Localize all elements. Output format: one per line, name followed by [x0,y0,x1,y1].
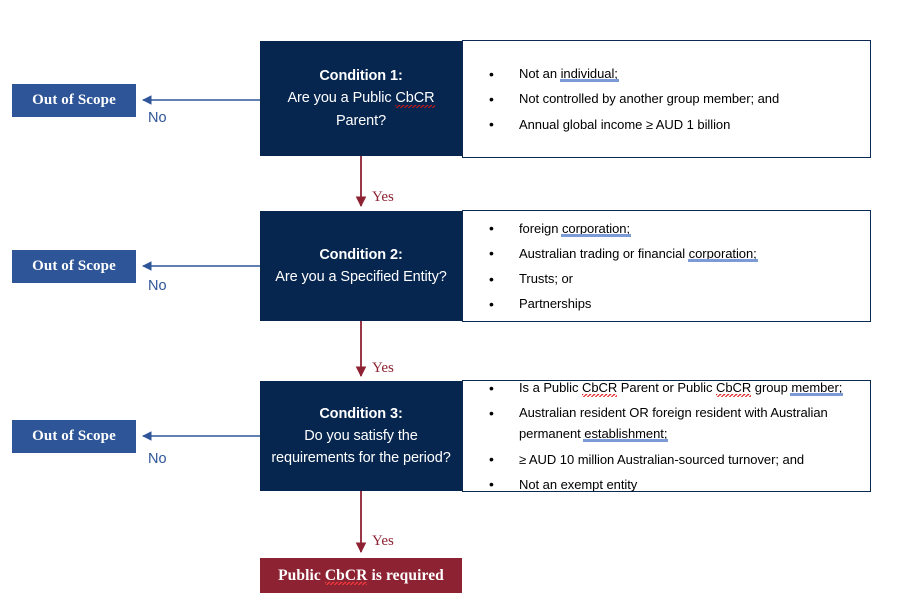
condition-1-title: Condition 1: [319,68,403,85]
out-of-scope-box-3[interactable]: Out of Scope [12,420,136,453]
edge-label-no-1: No [148,110,167,126]
spellcheck-cbcr: CbCR [395,90,435,107]
condition-3-question: Do you satisfy the requirements for the … [271,427,451,467]
edge-label-yes-3: Yes [372,533,394,549]
list-item: Not an exempt entity [477,473,860,496]
edge-label-yes-1: Yes [372,189,394,205]
spellcheck-cbcr: CbCR [324,566,368,584]
list-item: Annual global income ≥ AUD 1 billion [477,113,860,136]
out-of-scope-box-2[interactable]: Out of Scope [12,250,136,283]
condition-3-title: Condition 3: [319,405,403,422]
condition-2-question: Are you a Specified Entity? [275,269,447,285]
highlighted-term: establishment; [584,426,668,442]
result-label: Public CbCR is required [278,566,444,584]
condition-2-title: Condition 2: [319,246,403,263]
list-item: Not controlled by another group member; … [477,88,860,111]
condition-1-box[interactable]: Condition 1: Are you a Public CbCR Paren… [260,41,462,156]
condition-3-criteria: Is a Public CbCR Parent or Public CbCR g… [462,377,871,496]
condition-1-bullet-list: Not an individual; Not controlled by ano… [477,63,860,136]
condition-2-box[interactable]: Condition 2: Are you a Specified Entity? [260,211,462,321]
list-item: Trusts; or [477,267,860,290]
edge-label-yes-2: Yes [372,360,394,376]
condition-3-box[interactable]: Condition 3: Do you satisfy the requirem… [260,381,462,491]
condition-1-criteria: Not an individual; Not controlled by ano… [462,40,871,158]
list-item: Not an individual; [477,63,860,86]
edge-label-no-2: No [148,278,167,294]
list-item: Australian trading or financial corporat… [477,242,860,265]
condition-2-criteria: foreign corporation; Australian trading … [462,210,871,322]
edge-label-no-3: No [148,451,167,467]
condition-3-bullet-list: Is a Public CbCR Parent or Public CbCR g… [477,377,860,496]
list-item: ≥ AUD 10 million Australian-sourced turn… [477,448,860,471]
condition-1-question: Are you a Public CbCR Parent? [287,90,435,129]
spellcheck-cbcr: CbCR [582,380,618,396]
highlighted-term: corporation; [688,245,757,261]
condition-2-bullet-list: foreign corporation; Australian trading … [477,217,860,316]
list-item: Australian resident OR foreign resident … [477,402,860,444]
highlighted-term: member; [791,380,843,396]
highlighted-term: individual; [560,66,618,82]
list-item: Partnerships [477,293,860,316]
list-item: foreign corporation; [477,217,860,240]
highlighted-term: corporation; [561,220,631,236]
result-box[interactable]: Public CbCR is required [260,558,462,593]
spellcheck-cbcr: CbCR [716,380,752,396]
out-of-scope-box-1[interactable]: Out of Scope [12,84,136,117]
list-item: Is a Public CbCR Parent or Public CbCR g… [477,377,860,400]
